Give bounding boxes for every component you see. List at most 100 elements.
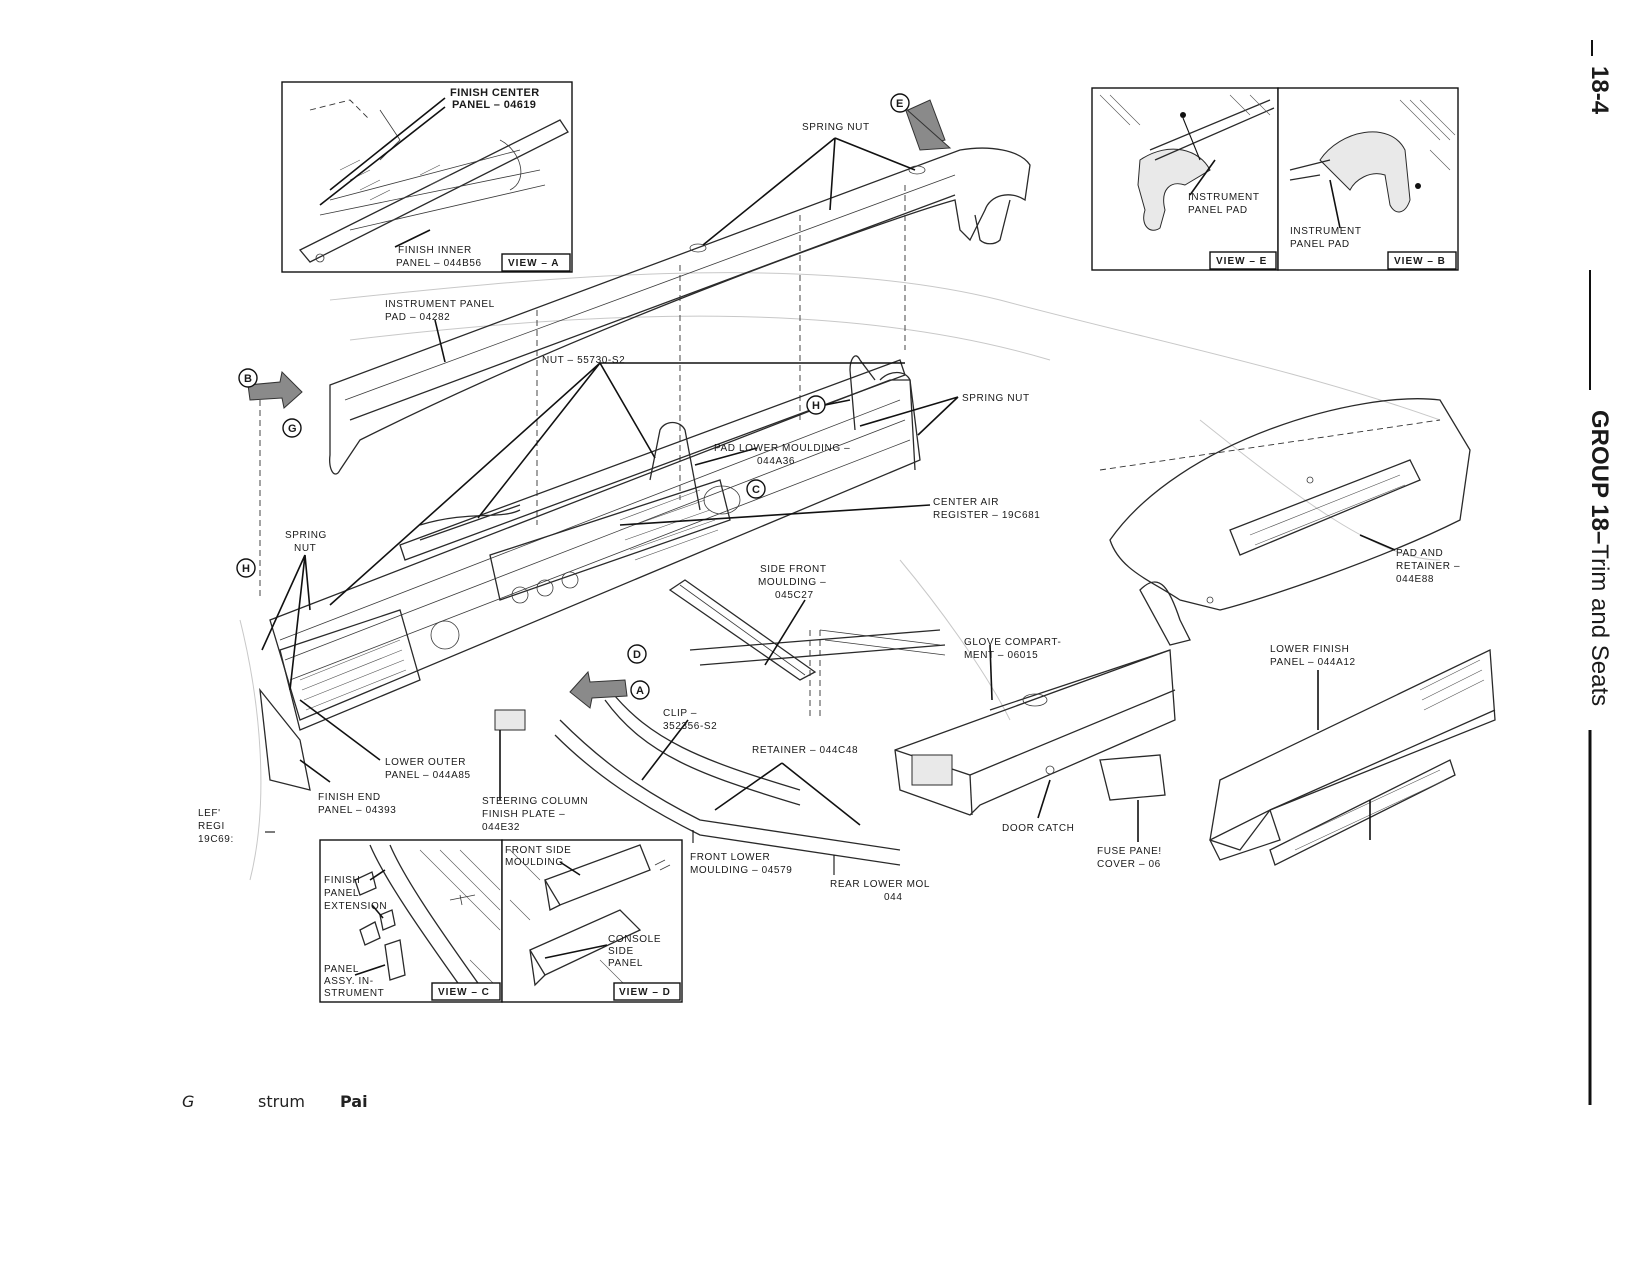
label-instrument-panel-pad-line2: PAD – 04282 bbox=[385, 312, 450, 323]
svg-text:SPRING: SPRING bbox=[285, 530, 327, 541]
svg-text:INSTRUMENT: INSTRUMENT bbox=[1188, 192, 1260, 203]
view-e-inset: INSTRUMENT PANEL PAD VIEW – E bbox=[1091, 87, 1279, 271]
view-d-callout-top-line2: MOULDING bbox=[505, 857, 564, 868]
label-retainer: RETAINER – 044C48 bbox=[752, 745, 858, 756]
label-spring-nut-left-line2: NUT bbox=[294, 543, 316, 554]
label-finish-end-panel-line1: FINISH END bbox=[318, 792, 381, 803]
svg-text:INSTRUMENT: INSTRUMENT bbox=[1290, 226, 1362, 237]
svg-text:PANEL – 04619: PANEL – 04619 bbox=[452, 99, 536, 111]
view-c-callout-top-line2: PANEL bbox=[324, 888, 359, 899]
label-side-front-moulding-line2: MOULDING – bbox=[758, 577, 826, 588]
svg-text:CLIP –: CLIP – bbox=[663, 708, 697, 719]
svg-text:044: 044 bbox=[884, 892, 903, 903]
svg-text:E: E bbox=[896, 98, 903, 110]
label-spring-nut-right: SPRING NUT bbox=[962, 393, 1030, 404]
label-left-register-line1: LEF' bbox=[198, 808, 221, 819]
view-a-callout-bottom-line2: PANEL – 044B56 bbox=[396, 258, 482, 269]
label-glove-compartment-line1: GLOVE COMPART- bbox=[964, 637, 1062, 648]
svg-text:NUT: NUT bbox=[294, 543, 316, 554]
view-c-callout-bottom-line1: PANEL bbox=[324, 964, 359, 975]
svg-text:FRONT SIDE: FRONT SIDE bbox=[505, 845, 571, 856]
svg-text:352356-S2: 352356-S2 bbox=[663, 721, 717, 732]
label-left-register-line2: REGI bbox=[198, 821, 225, 832]
svg-text:CENTER AIR: CENTER AIR bbox=[933, 497, 999, 508]
svg-text:PANEL: PANEL bbox=[324, 964, 359, 975]
svg-text:ASSY. IN-: ASSY. IN- bbox=[324, 976, 374, 987]
label-door-catch: DOOR CATCH bbox=[1002, 823, 1074, 834]
view-a-callout-top-line2: PANEL – 04619 bbox=[452, 99, 536, 111]
svg-text:GLOVE COMPART-: GLOVE COMPART- bbox=[964, 637, 1062, 648]
caption-fragment-1: G bbox=[182, 1092, 195, 1111]
view-e-callout-line1: INSTRUMENT bbox=[1188, 192, 1260, 203]
svg-text:045C27: 045C27 bbox=[775, 590, 814, 601]
svg-text:COVER – 06: COVER – 06 bbox=[1097, 859, 1161, 870]
view-c-callout-bottom-line3: STRUMENT bbox=[324, 988, 384, 999]
view-d-inset: FRONT SIDE MOULDING CONSOLE SIDE PANEL V… bbox=[501, 839, 683, 1003]
svg-text:SIDE: SIDE bbox=[608, 946, 634, 957]
svg-text:MOULDING –: MOULDING – bbox=[758, 577, 826, 588]
caption-fragment-3: Pai bbox=[340, 1092, 368, 1111]
label-clip-line1: CLIP – bbox=[663, 708, 697, 719]
group-title-rest: Trim and Seats bbox=[1586, 544, 1613, 706]
svg-text:LOWER OUTER: LOWER OUTER bbox=[385, 757, 466, 768]
svg-text:RETAINER –: RETAINER – bbox=[1396, 561, 1460, 572]
svg-text:PANEL: PANEL bbox=[324, 888, 359, 899]
label-front-lower-moulding-line1: FRONT LOWER bbox=[690, 852, 770, 863]
svg-text:PAD LOWER MOULDING –: PAD LOWER MOULDING – bbox=[714, 443, 850, 454]
svg-text:PANEL – 044B56: PANEL – 044B56 bbox=[396, 258, 482, 269]
svg-text:PANEL – 044A12: PANEL – 044A12 bbox=[1270, 657, 1356, 668]
view-b-box-label: VIEW – B bbox=[1394, 256, 1446, 267]
side-front-moulding-part bbox=[604, 579, 817, 806]
instrument-panel-assembly bbox=[259, 355, 921, 791]
leader-lines bbox=[261, 137, 1396, 875]
svg-text:REGI: REGI bbox=[198, 821, 225, 832]
background-body-ghost bbox=[239, 272, 1441, 881]
marker-g: G bbox=[282, 418, 302, 438]
view-a-callout-top-line1: FINISH CENTER bbox=[450, 87, 540, 99]
label-fuse-panel-cover-line2: COVER – 06 bbox=[1097, 859, 1161, 870]
svg-text:FRONT LOWER: FRONT LOWER bbox=[690, 852, 770, 863]
pad-and-retainer-part bbox=[1099, 398, 1471, 646]
section-number: 18-4 bbox=[1586, 66, 1613, 115]
view-b-inset: INSTRUMENT PANEL PAD VIEW – B bbox=[1277, 87, 1459, 271]
svg-text:SIDE FRONT: SIDE FRONT bbox=[760, 564, 827, 575]
view-c-box-label: VIEW – C bbox=[438, 987, 490, 998]
svg-text:FINISH: FINISH bbox=[324, 875, 360, 886]
label-clip-line2: 352356-S2 bbox=[663, 721, 717, 732]
marker-b-left: B bbox=[238, 368, 258, 388]
svg-text:044E88: 044E88 bbox=[1396, 574, 1434, 585]
view-a-callout-bottom-line1: FINISH INNER bbox=[398, 245, 472, 256]
view-d-box-label: VIEW – D bbox=[619, 987, 671, 998]
svg-text:MOULDING: MOULDING bbox=[505, 857, 564, 868]
label-front-lower-moulding-line2: MOULDING – 04579 bbox=[690, 865, 792, 876]
view-a-box-label: VIEW – A bbox=[508, 258, 560, 269]
label-pad-and-retainer-line1: PAD AND bbox=[1396, 548, 1443, 559]
marker-e-top: E bbox=[890, 93, 910, 113]
label-lower-finish-panel-line1: LOWER FINISH bbox=[1270, 644, 1349, 655]
label-center-air-register-line2: REGISTER – 19C681 bbox=[933, 510, 1040, 521]
svg-text:EXTENSION: EXTENSION bbox=[324, 901, 387, 912]
label-lower-outer-panel-line1: LOWER OUTER bbox=[385, 757, 466, 768]
view-c-callout-bottom-line2: ASSY. IN- bbox=[324, 976, 374, 987]
marker-d: D bbox=[627, 644, 647, 664]
marker-h-left: H bbox=[236, 558, 256, 578]
label-steering-column-line1: STEERING COLUMN bbox=[482, 796, 588, 807]
label-spring-nut-left-line1: SPRING bbox=[285, 530, 327, 541]
svg-text:STRUMENT: STRUMENT bbox=[324, 988, 384, 999]
marker-c: C bbox=[746, 479, 766, 499]
svg-text:PANEL PAD: PANEL PAD bbox=[1290, 239, 1350, 250]
svg-text:LEF': LEF' bbox=[198, 808, 221, 819]
callout-labels: SPRING NUT INSTRUMENT PANEL PAD – 04282 … bbox=[198, 122, 1460, 903]
svg-text:044A36: 044A36 bbox=[757, 456, 795, 467]
label-rear-lower-moulding-line2: 044 bbox=[884, 892, 903, 903]
svg-text:B: B bbox=[244, 373, 252, 385]
view-c-callout-top-line3: EXTENSION bbox=[324, 901, 387, 912]
group-title: GROUP 18–Trim and Seats bbox=[1586, 410, 1613, 706]
svg-text:CONSOLE: CONSOLE bbox=[608, 934, 661, 945]
marker-h-right: H bbox=[806, 395, 826, 415]
view-e-callout-line2: PANEL PAD bbox=[1188, 205, 1248, 216]
label-instrument-panel-pad-line1: INSTRUMENT PANEL bbox=[385, 299, 495, 310]
view-d-callout-bottom-line1: CONSOLE bbox=[608, 934, 661, 945]
svg-text:H: H bbox=[242, 563, 250, 575]
